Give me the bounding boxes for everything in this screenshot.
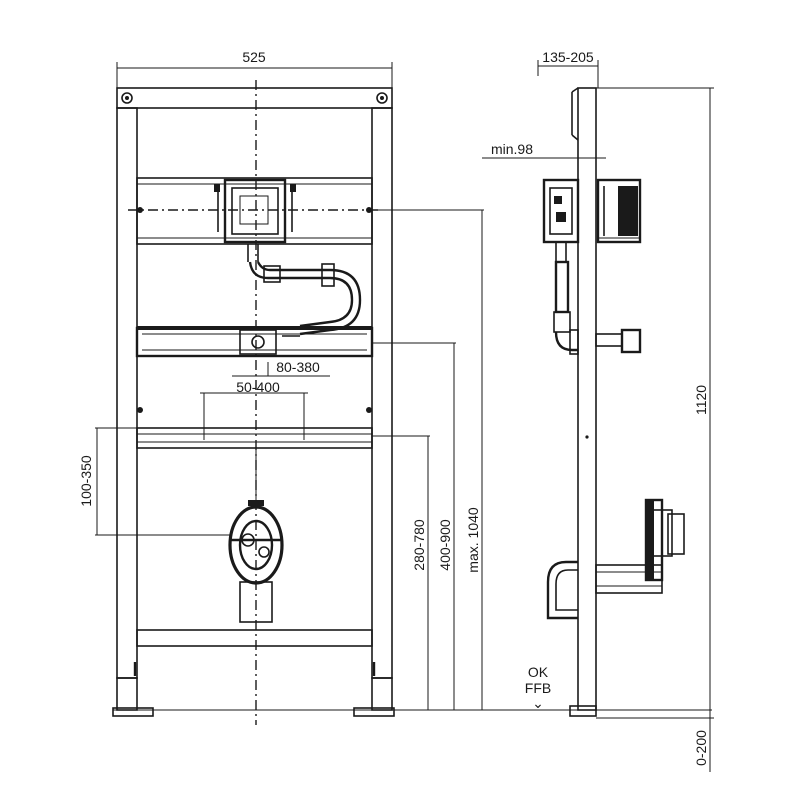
floor-label: OK FFB ⌄ bbox=[525, 664, 551, 711]
width-dimension: 525 bbox=[116, 49, 393, 88]
total-height-dimension: 1120 bbox=[596, 87, 714, 712]
min-depth-dimension: min.98 bbox=[482, 141, 606, 164]
middle-rail bbox=[135, 326, 374, 358]
height-a-label: 280-780 bbox=[411, 519, 427, 571]
floor-marker-icon: ⌄ bbox=[532, 695, 544, 711]
height-b-label: 400-900 bbox=[437, 519, 453, 571]
side-waste-outlet bbox=[546, 498, 685, 620]
width-label: 525 bbox=[242, 49, 266, 65]
height-max-label: max. 1040 bbox=[465, 507, 481, 573]
lower-rail bbox=[136, 407, 373, 449]
front-frame bbox=[112, 87, 395, 717]
depth-dimension: 135-205 bbox=[537, 49, 599, 88]
floor-range-dimension: 0-200 bbox=[596, 708, 714, 772]
floor-range-label: 0-200 bbox=[693, 730, 709, 766]
front-view: 525 bbox=[78, 49, 484, 725]
side-flush-pipe bbox=[553, 242, 642, 355]
side-view: 135-205 min.98 bbox=[482, 49, 714, 772]
min-depth-label: min.98 bbox=[491, 141, 533, 157]
flush-offset-dimension: 80-380 bbox=[232, 359, 330, 377]
side-control-box bbox=[542, 178, 642, 244]
bracket-offset-label: 50-400 bbox=[236, 379, 280, 395]
waste-height-dimension: 100-350 bbox=[78, 427, 232, 536]
side-post bbox=[569, 87, 597, 717]
waste-height-label: 100-350 bbox=[78, 455, 94, 507]
flush-offset-label: 80-380 bbox=[276, 359, 320, 375]
floor-label-ffb: FFB bbox=[525, 680, 551, 696]
cistern-panel bbox=[136, 177, 373, 245]
bottom-rail bbox=[136, 629, 373, 647]
total-height-label: 1120 bbox=[693, 385, 709, 415]
depth-label: 135-205 bbox=[542, 49, 594, 65]
height-dimensions: 280-780 400-900 max. 1040 bbox=[372, 209, 484, 710]
bracket-offset-dimension: 50-400 bbox=[200, 379, 308, 440]
floor-label-ok: OK bbox=[528, 664, 549, 680]
flush-hose bbox=[247, 244, 362, 336]
